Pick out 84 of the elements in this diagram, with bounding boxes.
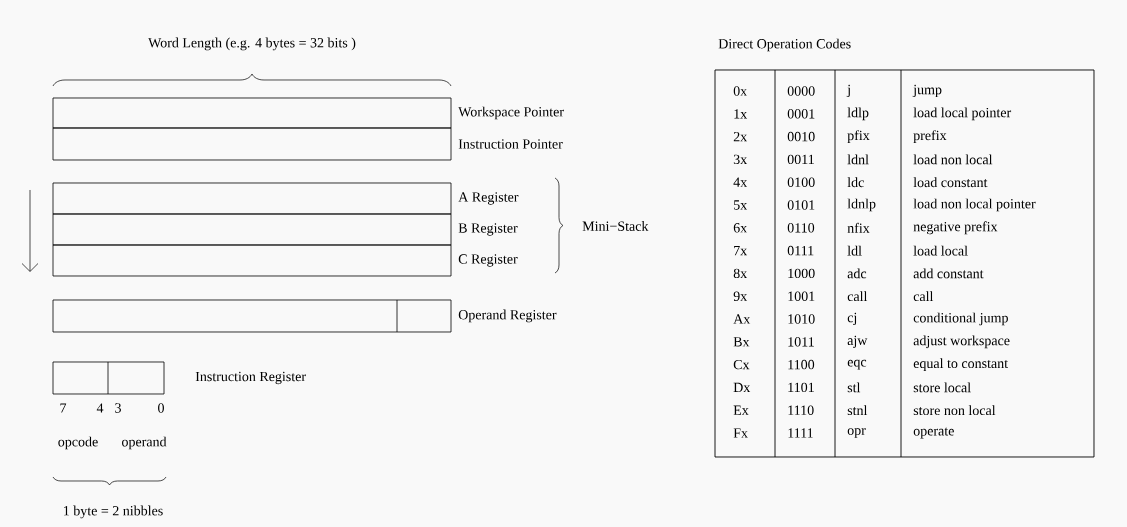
table-entry: call	[847, 291, 868, 302]
table-entry: 3x	[733, 154, 748, 165]
table-entry: ldnlp	[847, 198, 876, 212]
table-entry: stl	[847, 382, 861, 393]
register-label: Instruction Register	[195, 371, 306, 385]
register-box	[52, 361, 165, 395]
table-entry: call	[913, 291, 934, 302]
table-entry: 1001	[788, 291, 815, 301]
register-box	[52, 127, 452, 161]
heading-text: Direct Operation Codes	[718, 38, 851, 52]
table-entry: 1011	[788, 337, 814, 347]
table-entry: 1000	[788, 268, 815, 279]
table-entry: 0011	[787, 154, 814, 165]
field-label: operand	[122, 436, 167, 450]
table-entry: 5x	[734, 200, 748, 210]
register-label: B Register	[458, 223, 518, 236]
table-entry: prefix	[913, 130, 947, 143]
table-entry: 0101	[787, 200, 815, 210]
table-entry: 6x	[733, 223, 748, 233]
table-entry: 2x	[733, 131, 748, 142]
table-entry: ldl	[847, 245, 862, 256]
table-entry: load constant	[913, 177, 988, 188]
register-label: Instruction Pointer	[458, 139, 563, 149]
table-entry: 1010	[788, 314, 815, 324]
table-entry: load non local	[913, 154, 993, 165]
table-entry: load local	[913, 245, 968, 256]
table-entry: 9x	[733, 291, 748, 301]
table-entry: pfix	[847, 130, 870, 143]
caption-text: 1 byte = 2 nibbles	[64, 505, 163, 519]
table-entry: ajw	[847, 335, 868, 348]
table-entry: 8x	[733, 268, 748, 279]
table-entry: Ax	[733, 314, 751, 324]
register-box	[52, 213, 452, 246]
table-entry: 1100	[788, 359, 815, 370]
table-entry: 0x	[733, 86, 748, 96]
register-box	[52, 244, 452, 277]
register-box	[52, 97, 452, 129]
table-entry: Cx	[733, 359, 750, 370]
table-entry: 1110	[788, 405, 814, 415]
table-entry: conditional jump	[913, 312, 1008, 326]
table-entry: jump	[912, 84, 942, 98]
table-entry: cj	[847, 312, 857, 326]
table-entry: 0010	[787, 131, 815, 142]
register-label: A Register	[458, 192, 519, 205]
table-entry: store local	[913, 382, 971, 393]
heading-text: Word Length (e.g. 4 bytes = 32 bits )	[148, 37, 356, 51]
table-entry: nfix	[847, 222, 870, 233]
table-entry: opr	[847, 428, 866, 438]
table-entry: load local pointer	[913, 107, 1012, 121]
table-entry: stnl	[847, 405, 868, 416]
table-entry: 1x	[734, 109, 748, 119]
table-entry: 1111	[788, 428, 813, 438]
table-entry: store non local	[913, 405, 996, 416]
table-entry: Fx	[733, 428, 748, 438]
table-entry: Dx	[733, 382, 751, 392]
table-entry: negative prefix	[913, 221, 998, 235]
stack-label: Mini−Stack	[582, 221, 649, 231]
table-entry: ldc	[847, 177, 864, 188]
table-entry: adjust workspace	[913, 335, 1010, 349]
field-label: opcode	[58, 436, 98, 450]
register-label: Workspace Pointer	[458, 106, 564, 120]
table-entry: add constant	[913, 268, 984, 279]
register-label: Operand Register	[458, 309, 557, 323]
table-entry: 4x	[733, 177, 748, 187]
table-entry: eqc	[847, 359, 867, 370]
table-entry: ldlp	[847, 107, 869, 121]
table-entry: 7x	[734, 246, 748, 256]
table-entry: 0000	[787, 86, 815, 96]
table-entry: operate	[913, 427, 954, 439]
table-entry: Bx	[733, 337, 750, 347]
table-entry: adc	[847, 268, 867, 279]
table-entry: ldnl	[847, 154, 869, 165]
table-entry: 0001	[787, 109, 815, 119]
table-entry: equal to constant	[913, 358, 1008, 371]
table-entry: 0110	[787, 223, 815, 233]
table-entry: load non local pointer	[913, 198, 1036, 212]
table-entry: 0111	[787, 245, 814, 256]
register-label: C Register	[458, 254, 518, 267]
register-box	[52, 182, 452, 215]
table-entry: 1101	[788, 382, 814, 393]
register-box	[52, 299, 452, 333]
table-entry: Ex	[733, 405, 749, 415]
table-entry: j	[846, 84, 850, 98]
table-entry: 0100	[787, 177, 815, 187]
